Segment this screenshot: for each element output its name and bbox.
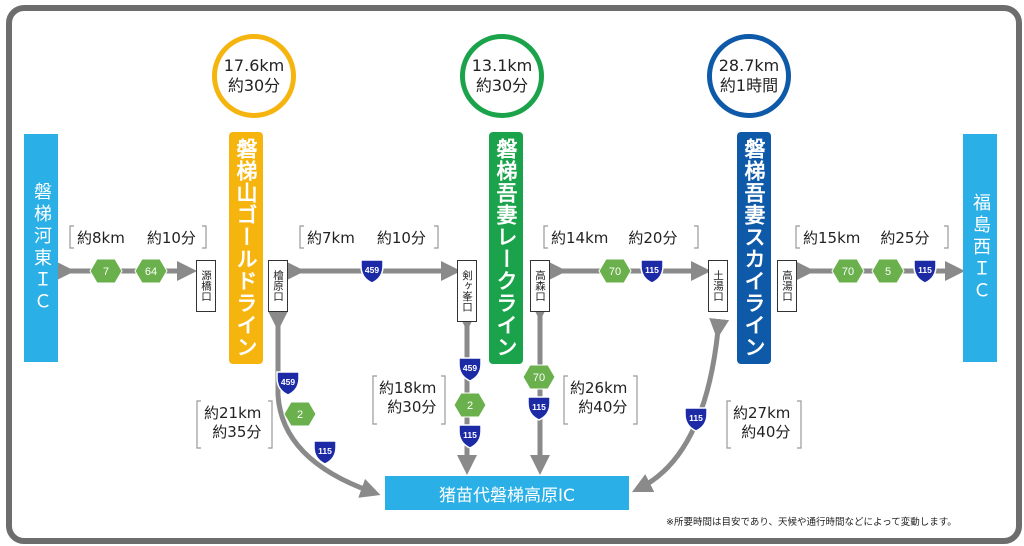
gold-line-bar: 磐梯山ゴールドライン	[229, 132, 263, 364]
national-route-shield-115: 115	[457, 423, 483, 449]
svg-text:70: 70	[609, 266, 621, 278]
arrow-hinohara-ic	[268, 310, 381, 498]
gold-line-distance-circle: 17.6km 約30分	[212, 34, 296, 118]
national-route-shield-115: 115	[912, 258, 938, 284]
down-2-time: 約30分	[387, 398, 437, 416]
node-takamori: 高森口	[530, 260, 550, 312]
destination-inawashiro-ic: 猪苗代磐梯高原IC	[385, 476, 629, 510]
svg-text:115: 115	[463, 430, 477, 440]
down-1-time: 約35分	[212, 423, 262, 441]
prefectural-route-shield-64: 64	[134, 258, 168, 284]
lake-line-time: 約30分	[475, 76, 529, 95]
segment-4-time: 約25分	[880, 229, 930, 247]
segment-3-info: 約14km 約20分	[551, 227, 677, 248]
lake-line-distance: 13.1km	[471, 56, 533, 75]
node-kengamine: 剣ヶ峯口	[457, 260, 477, 322]
svg-text:64: 64	[145, 266, 157, 278]
svg-text:115: 115	[532, 402, 546, 412]
svg-text:459: 459	[281, 377, 295, 387]
segment-1-distance: 約8km	[77, 229, 125, 247]
svg-text:70: 70	[842, 266, 854, 278]
node-hinohara: 檜原口	[268, 260, 288, 312]
lake-line-bar: 磐梯吾妻レークライン	[489, 132, 523, 364]
national-route-shield-115: 115	[526, 395, 552, 421]
national-route-shield-459: 459	[359, 258, 385, 284]
segment-1-info: 約8km 約10分	[77, 227, 196, 248]
svg-text:459: 459	[463, 363, 477, 373]
segment-3-time: 約20分	[628, 229, 678, 247]
svg-text:115: 115	[689, 413, 703, 423]
endpoint-fukushima-nishi-ic: 福島西ＩＣ	[963, 134, 997, 362]
sky-line-bar: 磐梯吾妻スカイライン	[737, 132, 771, 364]
svg-text:2: 2	[467, 400, 473, 412]
down-2-info: 約18km 約30分	[379, 379, 436, 417]
prefectural-route-shield-7: 7	[89, 258, 123, 284]
national-route-shield-459: 459	[457, 356, 483, 382]
sky-line-distance-circle: 28.7km 約1時間	[707, 34, 791, 118]
segment-2-info: 約7km 約10分	[307, 227, 426, 248]
down-4-distance: 約27km	[733, 404, 791, 422]
node-genkyo: 源橋口	[196, 260, 216, 312]
node-takayu: 高湯口	[777, 260, 797, 312]
segment-1-time: 約10分	[146, 229, 196, 247]
segment-2-time: 約10分	[376, 229, 426, 247]
sky-line-distance: 28.7km	[718, 56, 780, 75]
segment-4-info: 約15km 約25分	[803, 227, 929, 248]
prefectural-route-shield-2: 2	[453, 392, 487, 418]
svg-text:7: 7	[103, 266, 109, 278]
gold-line-distance: 17.6km	[223, 56, 285, 75]
down-3-time: 約40分	[578, 398, 628, 416]
svg-text:70: 70	[533, 372, 545, 384]
footnote: ※所要時間は目安であり、天候や通行時間などによって変動します。	[666, 517, 957, 528]
segment-2-distance: 約7km	[307, 229, 355, 247]
down-1-info: 約21km 約35分	[204, 404, 261, 442]
down-3-distance: 約26km	[570, 379, 628, 397]
national-route-shield-115: 115	[683, 406, 709, 432]
sky-line-time: 約1時間	[719, 76, 779, 95]
prefectural-route-shield-5: 5	[871, 258, 905, 284]
svg-text:5: 5	[885, 266, 891, 278]
down-1-distance: 約21km	[204, 404, 262, 422]
down-3-info: 約26km 約40分	[570, 379, 627, 417]
svg-text:2: 2	[297, 409, 303, 421]
prefectural-route-shield-70: 70	[522, 364, 556, 390]
endpoint-bandai-kawahigashi-ic: 磐梯河東ＩＣ	[24, 134, 58, 362]
national-route-shield-459: 459	[275, 370, 301, 396]
down-4-time: 約40分	[741, 423, 791, 441]
svg-text:115: 115	[645, 265, 659, 275]
down-2-distance: 約18km	[379, 379, 437, 397]
svg-text:459: 459	[365, 265, 379, 275]
svg-text:115: 115	[318, 446, 332, 456]
svg-text:115: 115	[918, 265, 932, 275]
arrow-tsuchiyu-ic	[631, 318, 730, 493]
segment-3-distance: 約14km	[551, 229, 609, 247]
node-tsuchiyu: 土湯口	[708, 260, 728, 312]
prefectural-route-shield-70: 70	[598, 258, 632, 284]
lake-line-distance-circle: 13.1km 約30分	[460, 34, 544, 118]
national-route-shield-115: 115	[639, 258, 665, 284]
down-4-info: 約27km 約40分	[733, 404, 790, 442]
gold-line-time: 約30分	[227, 76, 281, 95]
national-route-shield-115: 115	[312, 439, 338, 465]
prefectural-route-shield-70: 70	[831, 258, 865, 284]
prefectural-route-shield-2: 2	[283, 401, 317, 427]
segment-4-distance: 約15km	[803, 229, 861, 247]
